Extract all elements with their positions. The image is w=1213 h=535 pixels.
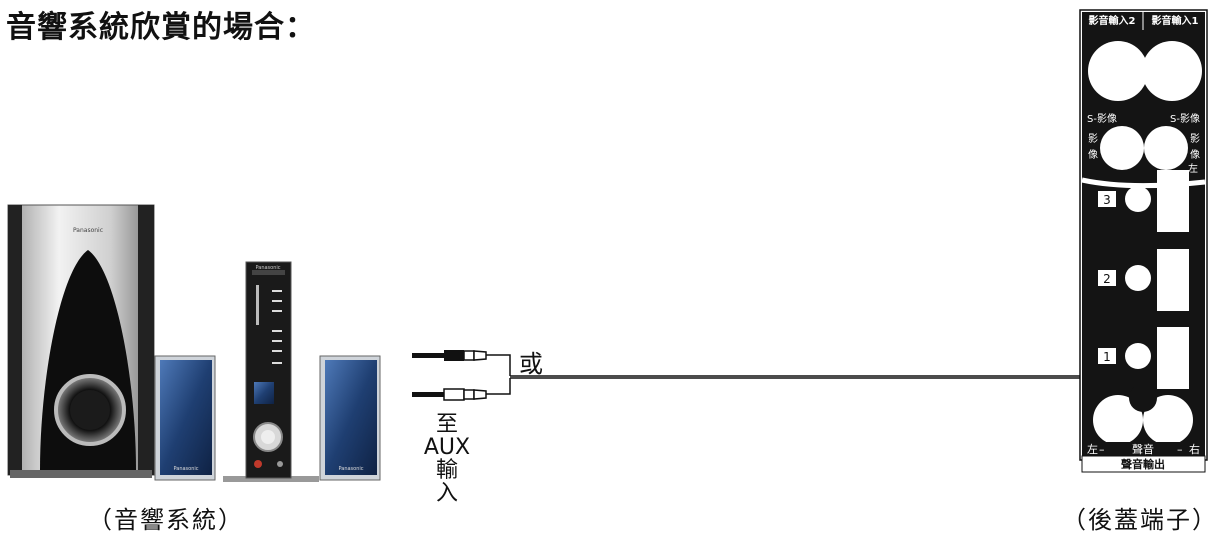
input-number-1: 1 — [1103, 350, 1111, 364]
aux-label-line-2: AUX — [423, 435, 471, 460]
s-video-label-right: S-影像 — [1170, 113, 1200, 125]
s-video-label-left: S-影像 — [1087, 113, 1117, 125]
input-row-1: 1 — [1098, 327, 1189, 389]
audio-row-mid-2: 聲音 — [1132, 442, 1154, 456]
audio-row-right-2: 右 — [1189, 442, 1200, 456]
s-video-jack-2 — [1088, 41, 1148, 101]
rear-terminal-panel: 影音輸入2 影音輸入1 S-影像 S-影像 影 像 影 像 左 3 2 — [1079, 9, 1208, 473]
left-speaker-brand: Panasonic — [173, 466, 198, 472]
caption-audio-system: （音響系統） — [88, 506, 244, 534]
left-mark: 左 — [1188, 162, 1198, 175]
page-title: 音響系統欣賞的場合： — [6, 10, 316, 45]
subwoofer: Panasonic — [7, 204, 155, 478]
video-label-left-2: 像 — [1088, 149, 1098, 161]
video-label-right-2: 像 — [1190, 149, 1200, 161]
panel-header-right: 影音輸入1 — [1152, 14, 1199, 27]
aux-label-line-1: 至 — [435, 412, 458, 437]
video-label-left-1: 影 — [1088, 133, 1098, 145]
rca-plug-upper — [412, 350, 487, 361]
input-number-3: 3 — [1103, 193, 1111, 207]
main-unit-brand: Panasonic — [255, 265, 280, 271]
input-row-3: 3 — [1098, 170, 1189, 232]
subwoofer-brand: Panasonic — [73, 227, 103, 234]
audio-out-jack-left — [1093, 395, 1143, 445]
audio-row-dash-right-2: – — [1177, 443, 1183, 456]
aux-label-line-4: 入 — [435, 481, 458, 506]
audio-row-left-2: 左 — [1087, 443, 1098, 456]
video-jack-2 — [1100, 126, 1144, 170]
audio-row-dash-left-2: – — [1099, 443, 1105, 456]
panel-header-left: 影音輸入2 — [1089, 14, 1136, 27]
connector-or-label: 或 — [519, 350, 543, 378]
video-label-right-1: 影 — [1190, 133, 1200, 145]
aux-label-line-3: 輸 — [435, 458, 458, 483]
right-speaker: Panasonic — [319, 355, 381, 481]
right-speaker-brand: Panasonic — [338, 466, 363, 472]
input-row-2: 2 — [1098, 249, 1189, 311]
main-unit: Panasonic — [223, 261, 319, 482]
panel-footer: 聲音輸出 — [1121, 457, 1165, 471]
caption-rear-terminal: （後蓋端子） — [1062, 506, 1213, 534]
input-number-2: 2 — [1103, 272, 1111, 286]
audio-cable — [486, 354, 1159, 395]
aux-input-label: 至 AUX 輸 入 — [412, 413, 482, 505]
rca-plug-lower — [412, 388, 487, 401]
audio-out-jack-right — [1143, 395, 1193, 445]
video-jack-1 — [1144, 126, 1188, 170]
left-speaker: Panasonic — [154, 355, 216, 481]
s-video-jack-1 — [1142, 41, 1202, 101]
